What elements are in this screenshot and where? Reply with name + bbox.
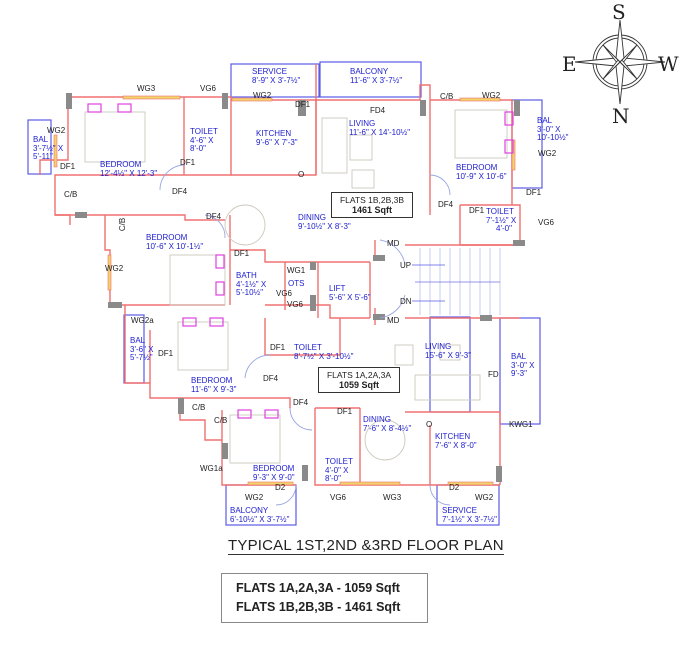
tag-df4-a: DF4: [172, 187, 188, 196]
tag-vg6-ots-left: VG6: [276, 289, 293, 298]
tag-wg2-balcony: WG2: [245, 493, 264, 502]
plan-title: TYPICAL 1ST,2ND &3RD FLOOR PLAN: [228, 537, 504, 555]
tag-cb-a2: C/B: [214, 416, 228, 425]
tag-df1-service: DF1: [295, 100, 311, 109]
tag-kwg1: KWG1: [509, 420, 533, 429]
flat-a-name: FLATS 1A,2A,3A: [326, 370, 392, 380]
tag-wg2-top-right: WG2: [482, 91, 501, 100]
tag-df1-bal-a1: DF1: [158, 349, 174, 358]
tag-df1-right: DF1: [526, 188, 542, 197]
tag-vg6-bottom: VG6: [330, 493, 347, 502]
summary-line-flat-a: FLATS 1A,2A,3A - 1059 Sqft: [236, 581, 400, 595]
tag-wg3-top: WG3: [137, 84, 156, 93]
compass-west-label: W: [658, 52, 679, 76]
windows: [53, 95, 516, 486]
flat-a-area-box: FLATS 1A,2A,3A 1059 Sqft: [318, 367, 400, 393]
tag-md-top: MD: [387, 239, 400, 248]
area-summary-box: FLATS 1A,2A,3A - 1059 Sqft FLATS 1B,2B,3…: [221, 573, 428, 623]
tag-wg3-bottom: WG3: [383, 493, 402, 502]
tag-o-kitchen: O: [298, 170, 305, 179]
compass-rose-icon: [574, 19, 666, 105]
tag-d2-service: D2: [449, 483, 460, 492]
tag-df1-bal-left: DF1: [60, 162, 76, 171]
pillows: [87, 103, 514, 419]
tag-df4-b: DF4: [206, 212, 222, 221]
compass-south-label: S: [612, 0, 626, 24]
tag-wg2-right: WG2: [538, 149, 557, 158]
tag-md-bottom: MD: [387, 316, 400, 325]
tag-cb-top: C/B: [440, 92, 454, 101]
tag-df1-toilet-b1: DF1: [180, 158, 196, 167]
tag-cb-a1: C/B: [192, 403, 206, 412]
flat-b-area: 1461 Sqft: [351, 205, 393, 215]
tag-wg2-service: WG2: [253, 91, 272, 100]
compass-east-label: E: [562, 52, 577, 76]
tag-vg6-right: VG6: [538, 218, 555, 227]
room-ots: OTS: [288, 279, 305, 288]
tag-wg2a: WG2a: [131, 316, 154, 325]
tag-df4-a1: DF4: [263, 374, 279, 383]
flat-a-area: 1059 Sqft: [338, 380, 380, 390]
tag-df1-toilet-a1: DF1: [270, 343, 286, 352]
tag-vg6-top: VG6: [200, 84, 217, 93]
tag-fd: FD: [488, 370, 499, 379]
tag-vg6-ots-bottom: VG6: [287, 300, 304, 309]
staircase: [412, 248, 501, 315]
tag-dn: DN: [400, 297, 412, 306]
tag-df4-c: DF4: [438, 200, 454, 209]
tag-wg2-bal-left: WG2: [47, 126, 66, 135]
tag-df4-a2: DF4: [293, 398, 309, 407]
door-swings: [159, 164, 451, 506]
flat-b-name: FLATS 1B,2B,3B: [339, 195, 405, 205]
columns: [66, 93, 525, 482]
tag-df1-toilet-a2: DF1: [337, 407, 353, 416]
summary-line-flat-b: FLATS 1B,2B,3B - 1461 Sqft: [236, 600, 401, 614]
tag-df1-toilet-b2: DF1: [469, 206, 485, 215]
furniture: [84, 109, 508, 464]
tag-wg2-service-a: WG2: [475, 493, 494, 502]
flat-b-area-box: FLATS 1B,2B,3B 1461 Sqft: [331, 192, 413, 218]
tag-wg1: WG1: [287, 266, 306, 275]
tag-up: UP: [400, 261, 412, 270]
tag-cb-bed3: C/B: [118, 217, 128, 232]
tag-o-dining: O: [426, 420, 433, 429]
compass-north-label: N: [612, 104, 630, 128]
tag-fd4: FD4: [370, 106, 386, 115]
tag-wg1a: WG1a: [200, 464, 223, 473]
tag-df1-bath: DF1: [234, 249, 250, 258]
tag-cb-left: C/B: [64, 190, 78, 199]
tag-wg2-bed3: WG2: [105, 264, 124, 273]
tag-d2-balcony: D2: [275, 483, 286, 492]
